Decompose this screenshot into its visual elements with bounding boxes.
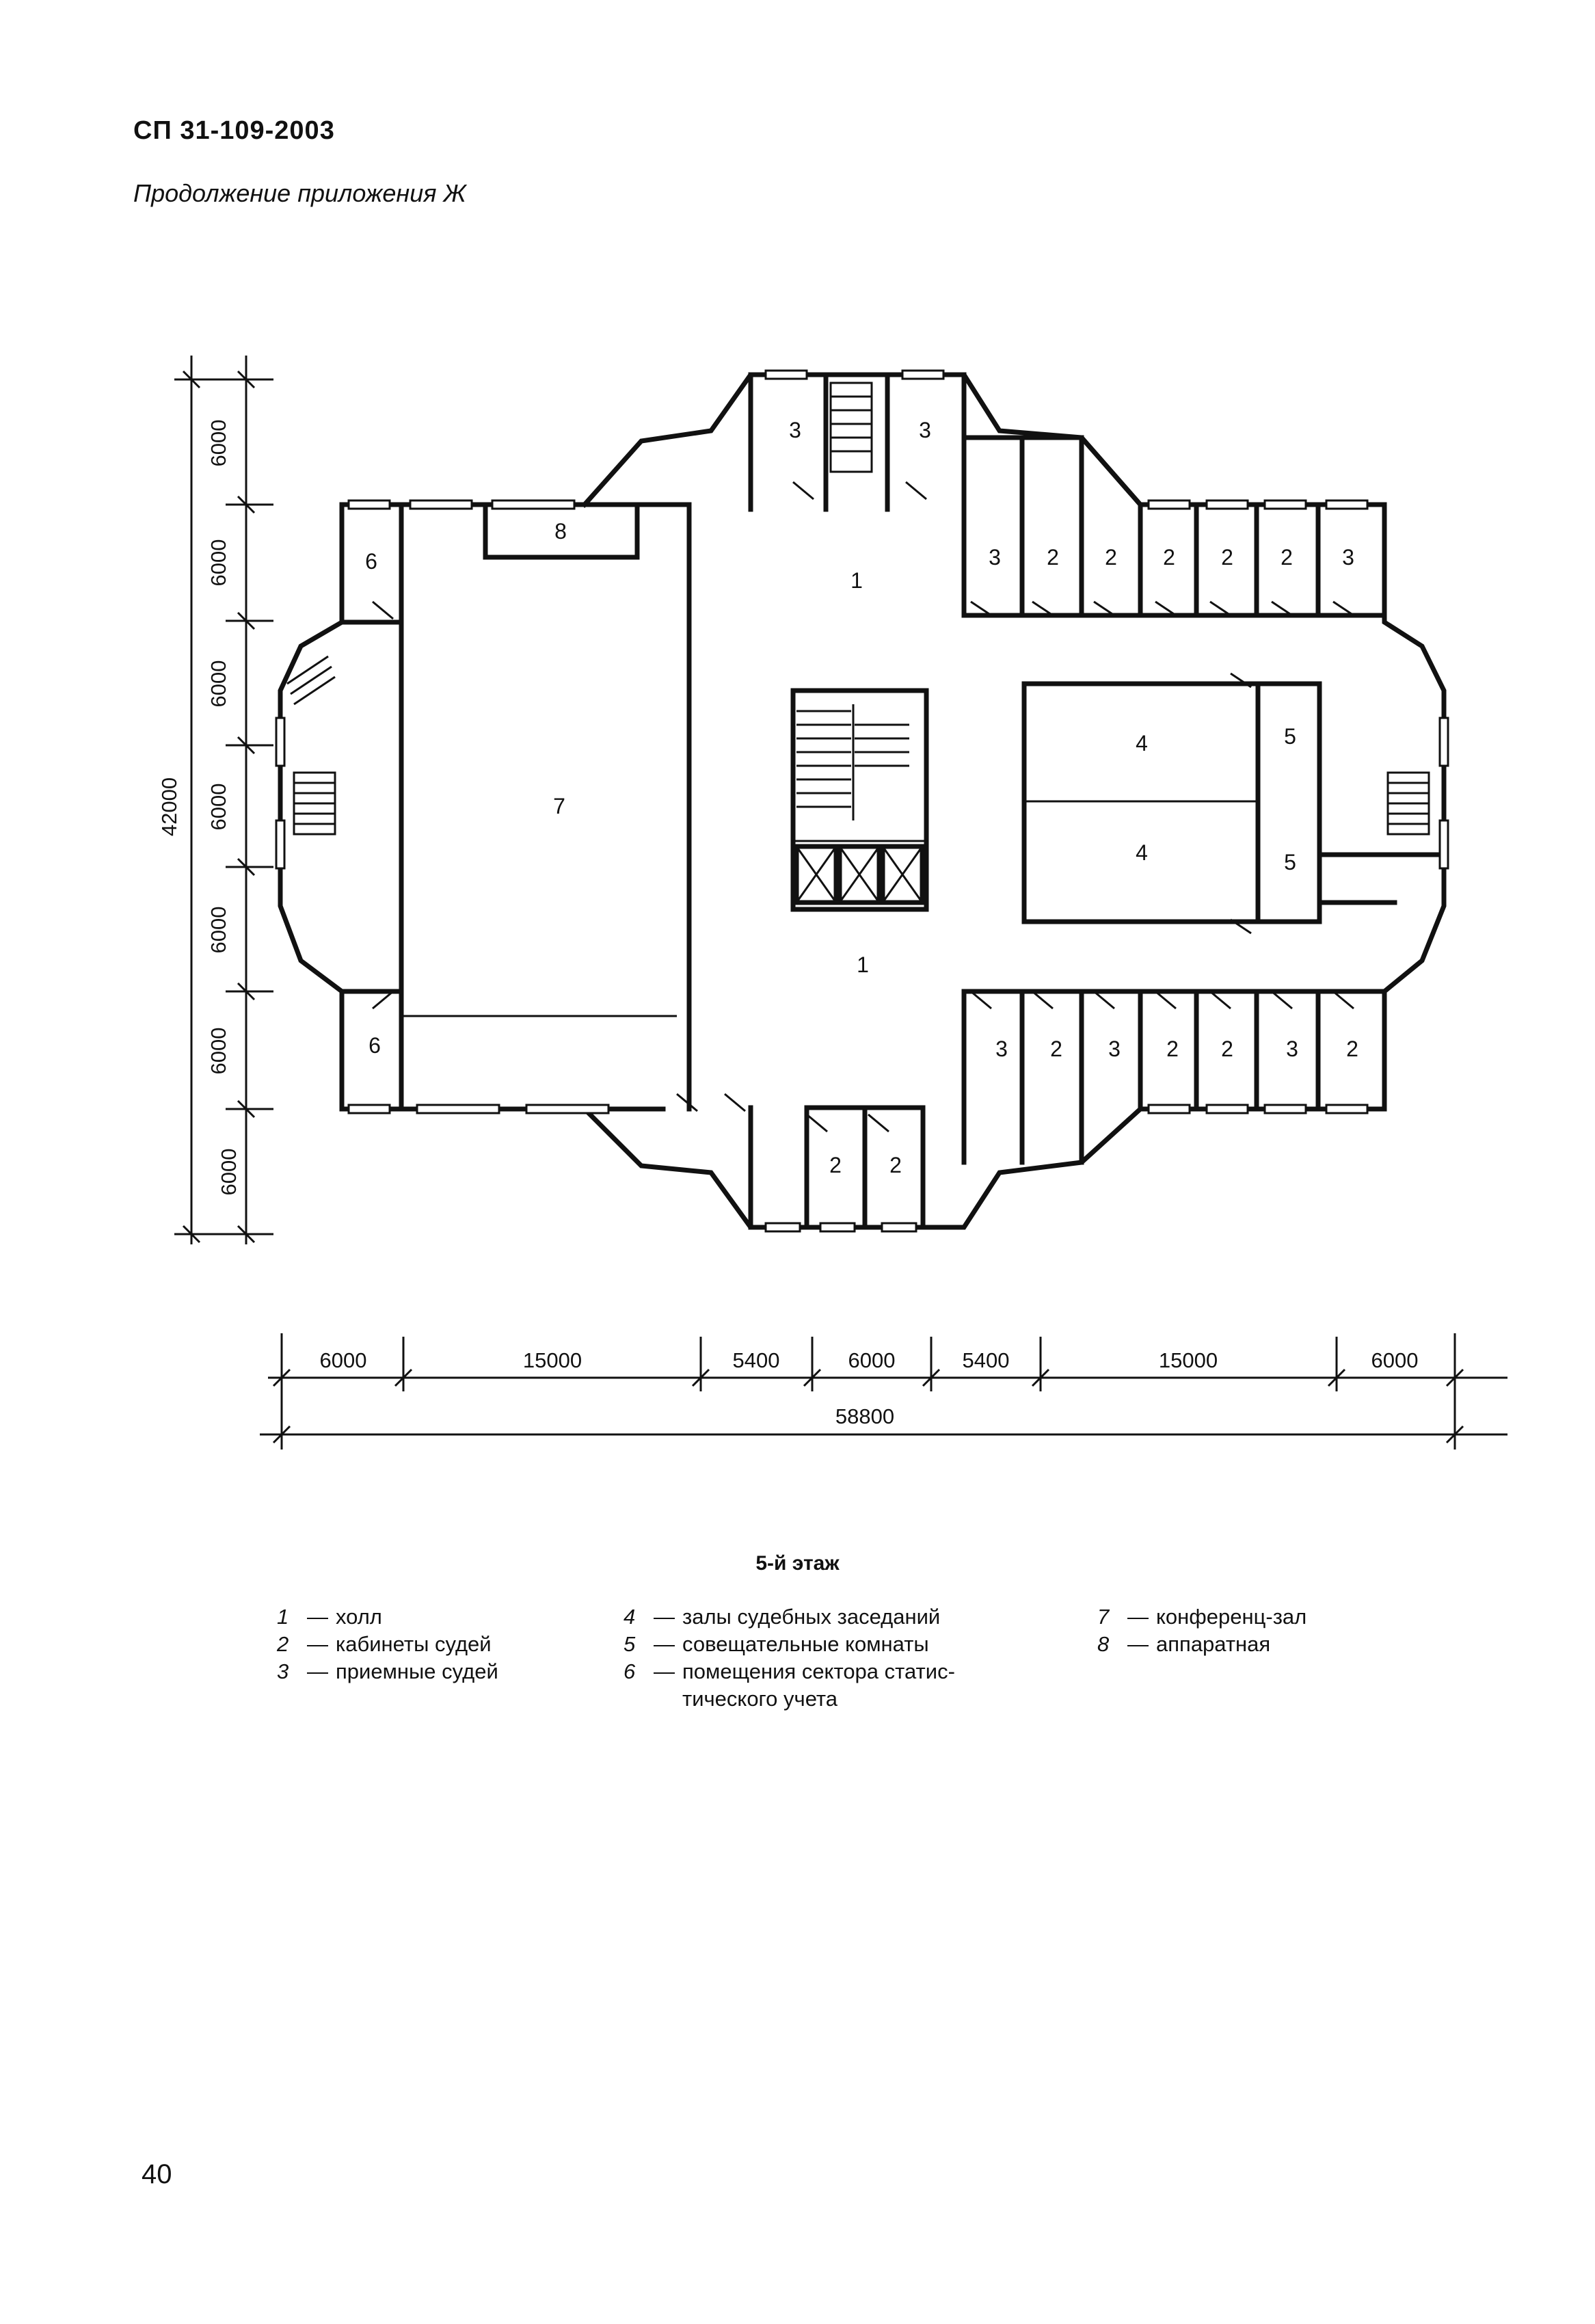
legend-item: 8 — аппаратная [1097,1631,1306,1658]
room-2-h: 2 [1221,1037,1233,1061]
legend-num: 1 [277,1605,289,1629]
appendix-subtitle: Продолжение приложения Ж [133,179,466,207]
room-6-bottom: 6 [368,1033,381,1058]
side-stairs [286,382,1430,836]
legend-text: помещения сектора статис- [682,1659,955,1683]
room-1-bottom: 1 [857,952,869,977]
legend-column-1: 1 — холл 2 — кабинеты судей 3 — приемные… [277,1603,498,1685]
room-2-j: 2 [829,1153,842,1177]
room-4-bottom: 4 [1136,840,1148,865]
legend-text: аппаратная [1156,1632,1271,1656]
legend-dash: — [654,1632,675,1656]
page-number: 40 [142,2159,172,2189]
legend-num: 7 [1097,1605,1110,1629]
legend-item: 1 — холл [277,1603,498,1631]
vdim-4: 6000 [206,784,230,831]
legend-item: 2 — кабинеты судей [277,1631,498,1658]
legend-text: холл [336,1605,382,1629]
legend-column-3: 7 — конференц-зал 8 — аппаратная [1097,1603,1306,1658]
room-3-f: 3 [1108,1037,1121,1061]
legend-dash: — [654,1659,675,1683]
legend-item-continuation: тического учета [624,1685,955,1713]
hdim-3: 5400 [733,1348,780,1372]
room-2-k: 2 [889,1153,902,1177]
legend-dash: — [1127,1632,1149,1656]
floor-plan: 6000 6000 6000 6000 6000 6000 6000 42000 [157,356,1507,1450]
hdim-6: 15000 [1159,1348,1218,1372]
room-3-e: 3 [995,1037,1008,1061]
legend-text: кабинеты судей [336,1632,492,1656]
vdim-7: 6000 [217,1149,241,1196]
vdim-6: 6000 [206,1028,230,1075]
windows [275,369,1449,1233]
legend-item: 4 — залы судебных заседаний [624,1603,955,1631]
floor-caption: 5-й этаж [755,1552,840,1575]
room-2-b: 2 [1105,545,1117,570]
room-2-e: 2 [1281,545,1293,570]
legend-dash: — [654,1605,675,1629]
legend-num: 3 [277,1659,289,1683]
room-2-i: 2 [1346,1037,1358,1061]
room-3-b: 3 [919,418,931,442]
room-4-top: 4 [1136,731,1148,756]
legend-dash: — [307,1659,328,1683]
vdim-1: 6000 [206,420,230,467]
legend-text: совещательные комнаты [682,1632,929,1656]
legend-text: тического учета [682,1687,837,1711]
room-2-f: 2 [1050,1037,1062,1061]
legend-item: 5 — совещательные комнаты [624,1631,955,1658]
legend-text: приемные судей [336,1659,498,1683]
room-3-a: 3 [789,418,801,442]
legend-item: 7 — конференц-зал [1097,1603,1306,1631]
hdim-total: 58800 [835,1404,894,1428]
room-5-bottom: 5 [1284,850,1296,874]
legend-num: 2 [277,1632,289,1656]
legend-num: 8 [1097,1632,1110,1656]
room-1-top: 1 [850,568,863,593]
central-stair-core [790,688,929,912]
legend-num: 6 [624,1659,636,1683]
legend-column-2: 4 — залы судебных заседаний 5 — совещате… [624,1603,955,1713]
room-6-top: 6 [365,549,377,574]
room-8: 8 [554,519,567,544]
hdim-5: 5400 [963,1348,1010,1372]
hdim-7: 6000 [1371,1348,1419,1372]
vertical-dimension-chain [174,356,273,1244]
vdim-5: 6000 [206,907,230,954]
room-3-c: 3 [989,545,1001,570]
legend-dash: — [1127,1605,1149,1629]
vdim-2: 6000 [206,539,230,587]
room-7: 7 [553,794,565,818]
legend-item: 6 — помещения сектора статис- [624,1658,955,1685]
room-3-d: 3 [1342,545,1354,570]
building-outline [278,372,1447,1230]
vdim-3: 6000 [206,660,230,708]
vdim-total: 42000 [157,777,181,836]
room-2-a: 2 [1047,545,1059,570]
hdim-2: 15000 [523,1348,582,1372]
hdim-1: 6000 [320,1348,367,1372]
room-2-d: 2 [1221,545,1233,570]
hdim-4: 6000 [848,1348,896,1372]
horizontal-dimension-chain [260,1333,1507,1450]
legend-dash: — [307,1632,328,1656]
door-swings [372,481,1354,1133]
room-5-top: 5 [1284,724,1296,749]
room-2-c: 2 [1163,545,1175,570]
room-3-g: 3 [1286,1037,1298,1061]
document-code: СП 31-109-2003 [133,116,335,145]
legend-item: 3 — приемные судей [277,1658,498,1685]
legend-num: 4 [624,1605,636,1629]
legend-text: залы судебных заседаний [682,1605,941,1629]
legend-num: 5 [624,1632,636,1656]
legend-dash: — [307,1605,328,1629]
room-2-g: 2 [1166,1037,1179,1061]
legend-text: конференц-зал [1156,1605,1307,1629]
